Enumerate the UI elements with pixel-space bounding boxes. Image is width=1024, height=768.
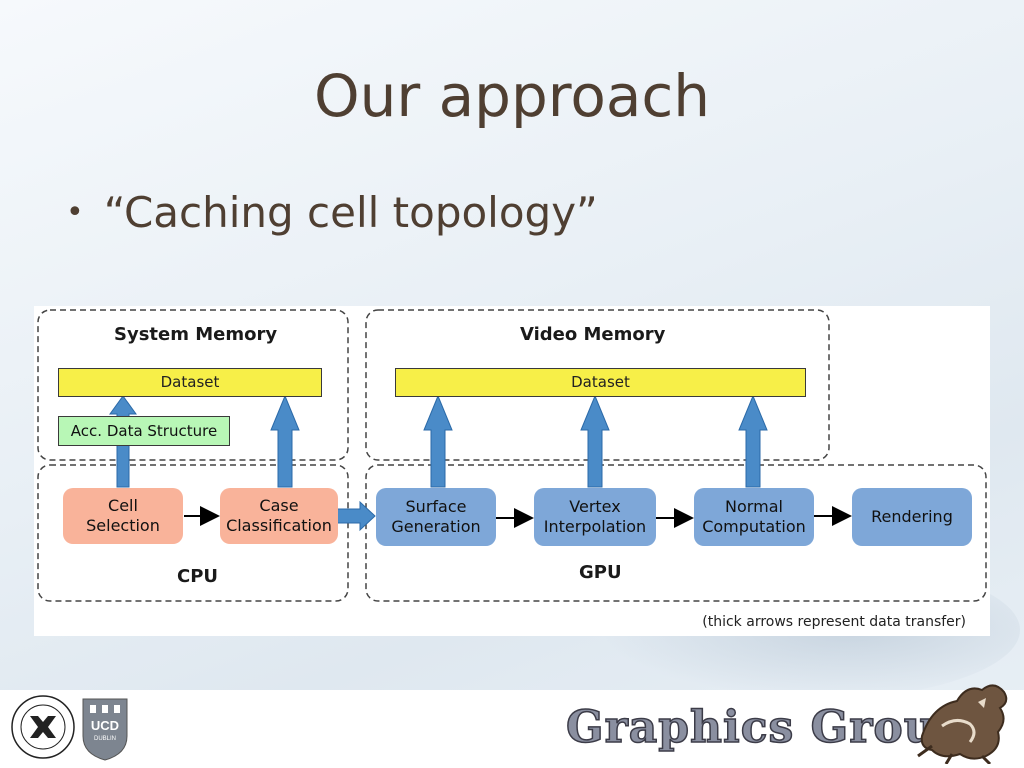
transfer-arrow-case-classification: [270, 394, 300, 488]
transfer-arrow-normal-computation: [738, 394, 768, 488]
rendering-node: Rendering: [852, 488, 972, 546]
cpu-region: [37, 464, 349, 602]
system-memory-title: System Memory: [114, 324, 278, 345]
dragon-logo: [917, 684, 1008, 764]
vertex-interpolation-node: Vertex Interpolation: [534, 488, 656, 546]
case-classification-node: Case Classification: [220, 488, 338, 544]
graphics-group-wordmark: Graphics Group: [565, 701, 969, 754]
case-classification-label: Case Classification: [226, 496, 332, 535]
video-dataset: Dataset: [395, 368, 806, 397]
footer-bar: [0, 690, 1024, 768]
cell-selection-node: Cell Selection: [63, 488, 183, 544]
surface-generation-label: Surface Generation: [391, 497, 481, 536]
transfer-arrow-surface-generation: [423, 394, 453, 488]
system-dataset: Dataset: [58, 368, 322, 397]
ucd-subtext: DUBLIN: [94, 736, 116, 742]
surface-generation-node: Surface Generation: [376, 488, 496, 546]
ucd-text: UCD: [91, 718, 119, 733]
pipeline-diagram: System Memory Video Memory Dataset Datas…: [34, 306, 990, 636]
system-memory-region: [37, 309, 349, 461]
liu-seal-logo: [11, 695, 75, 759]
diagram-graphics: [37, 309, 987, 602]
cell-selection-label: Cell Selection: [86, 496, 160, 535]
ucd-dublin-logo: UCD DUBLIN: [82, 698, 128, 761]
transfer-arrow-vertex-interpolation: [580, 394, 610, 488]
diagram-caption: (thick arrows represent data transfer): [702, 614, 966, 630]
video-memory-title: Video Memory: [520, 324, 666, 345]
bullet-dot-icon: •: [66, 195, 84, 230]
vertex-interpolation-label: Vertex Interpolation: [543, 497, 647, 536]
normal-computation-label: Normal Computation: [702, 497, 806, 536]
acc-data-structure: Acc. Data Structure: [58, 416, 230, 446]
bullet-text: “Caching cell topology”: [103, 188, 598, 237]
rendering-label: Rendering: [871, 507, 953, 526]
transfer-arrow-cpu-to-gpu: [336, 500, 376, 532]
cpu-label: CPU: [177, 566, 219, 587]
bullet-item: • “Caching cell topology”: [66, 188, 598, 237]
slide-title: Our approach: [313, 62, 711, 130]
gpu-region: [365, 464, 987, 602]
normal-computation-node: Normal Computation: [694, 488, 814, 546]
gpu-label: GPU: [579, 562, 622, 583]
